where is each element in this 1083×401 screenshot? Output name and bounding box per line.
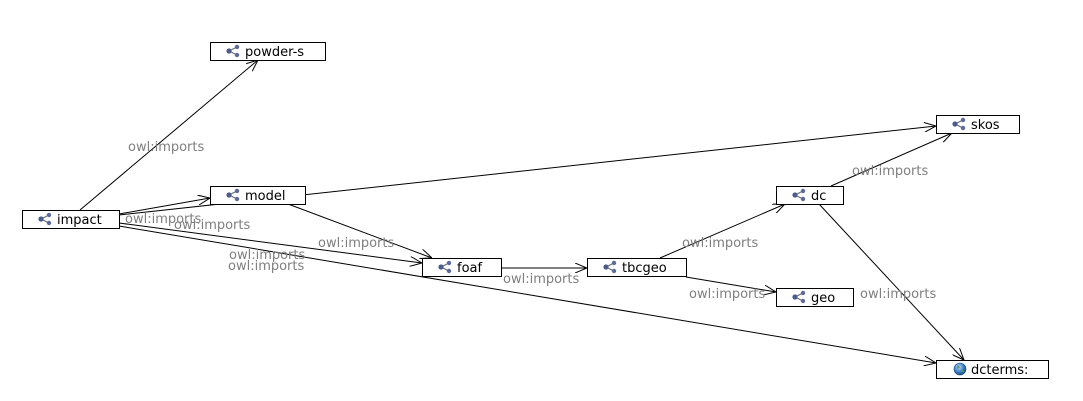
node-label: model [245,189,285,204]
node-box [22,210,120,229]
ontology-icon [38,212,52,226]
edge-label-impact-model: owl:imports [125,212,202,227]
ontology-icon [603,260,617,274]
edge-label-impact-foaf: owl:imports [229,248,306,263]
edge-label-tbcgeo-geo: owl:imports [689,287,766,302]
ontology-icon [792,188,806,202]
node-label: impact [57,213,102,228]
node-skos[interactable]: skos [936,115,1020,134]
ontology-icon [226,188,240,202]
edge-label-tbcgeo-dc: owl:imports [682,236,759,251]
edge-impact-to-powder-s[interactable] [79,60,258,211]
node-box [936,115,1020,134]
edge-impact-to-foaf[interactable] [118,222,422,263]
node-box [776,186,844,205]
edge-tbcgeo-to-dc[interactable] [659,204,785,259]
node-model[interactable]: model [210,186,306,205]
edge-model-to-foaf[interactable] [287,203,432,258]
edge-label-impact-powder-s: owl:imports [128,140,205,155]
edge-impact-to-model[interactable] [118,198,210,215]
node-dc[interactable]: dc [776,186,844,205]
edge-label-dc-skos: owl:imports [852,164,929,179]
edge-dc-to-skos[interactable] [830,133,952,187]
globe-icon [953,362,967,376]
node-tbcgeo[interactable]: tbcgeo [587,258,687,277]
node-label: powder-s [245,45,304,60]
edge-label-impact-skos: owl:imports [174,218,251,233]
node-box [422,258,502,277]
node-label: geo [811,291,835,306]
node-box [210,186,306,205]
edge-tbcgeo-to-geo[interactable] [685,276,776,292]
node-foaf[interactable]: foaf [422,258,502,277]
node-box [776,288,854,307]
ontology-icon [792,290,806,304]
edge-impact-to-dcterms[interactable] [118,225,936,363]
node-impact[interactable]: impact [22,210,120,229]
node-powder-s[interactable]: powder-s [210,42,326,61]
node-dcterms[interactable]: dcterms: [936,360,1049,379]
edge-label-dc-dcterms: owl:imports [860,287,937,302]
ontology-icon [226,44,240,58]
edge-label-foaf-tbcgeo: owl:imports [503,272,580,287]
node-label: tbcgeo [622,261,667,276]
edge-label-impact-dcterms: owl:imports [228,259,305,274]
node-geo[interactable]: geo [776,288,854,307]
ontology-icon [438,260,452,274]
node-box [210,42,326,61]
node-label: foaf [457,261,482,276]
node-label: skos [971,118,1000,133]
edge-label-model-foaf: owl:imports [318,236,395,251]
node-label: dcterms: [971,363,1028,378]
edge-dc-to-dcterms[interactable] [818,203,964,360]
node-label: dc [811,189,826,204]
ontology-icon [952,117,966,131]
